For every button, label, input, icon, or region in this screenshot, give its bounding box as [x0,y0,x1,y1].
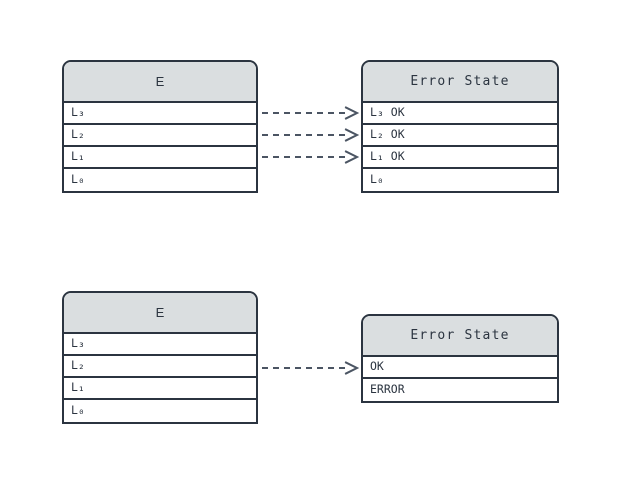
table-row[interactable]: L₂ [64,125,256,147]
table-top-left-e[interactable]: E L₃ L₂ L₁ L₀ [62,60,258,193]
arrow-l3-to-l3-ok [262,106,360,120]
table-rows: L₃ L₂ L₁ L₀ [64,103,256,191]
arrow-l1-to-l1-ok [262,150,360,164]
table-header-title: Error State [363,316,557,357]
table-top-right-error-state[interactable]: Error State L₃ OK L₂ OK L₁ OK L₀ [361,60,559,193]
table-row[interactable]: L₁ [64,378,256,400]
table-row[interactable]: L₂ [64,356,256,378]
table-row[interactable]: L₀ [64,169,256,191]
table-rows: L₃ OK L₂ OK L₁ OK L₀ [363,103,557,191]
table-row[interactable]: L₃ [64,334,256,356]
table-bottom-left-e[interactable]: E L₃ L₂ L₁ L₀ [62,291,258,424]
table-rows: L₃ L₂ L₁ L₀ [64,334,256,422]
table-row[interactable]: L₃ OK [363,103,557,125]
table-header-title: Error State [363,62,557,103]
table-row[interactable]: L₀ [363,169,557,191]
table-row[interactable]: L₂ OK [363,125,557,147]
table-header-title: E [64,293,256,334]
table-rows: OK ERROR [363,357,557,401]
table-row[interactable]: L₃ [64,103,256,125]
table-row[interactable]: ERROR [363,379,557,401]
table-row[interactable]: L₀ [64,400,256,422]
arrow-l2-to-l2-ok [262,128,360,142]
table-header-title: E [64,62,256,103]
arrow-l2-to-ok [262,361,360,375]
table-row[interactable]: L₁ [64,147,256,169]
table-row[interactable]: L₁ OK [363,147,557,169]
table-row[interactable]: OK [363,357,557,379]
table-bottom-right-error-state[interactable]: Error State OK ERROR [361,314,559,403]
